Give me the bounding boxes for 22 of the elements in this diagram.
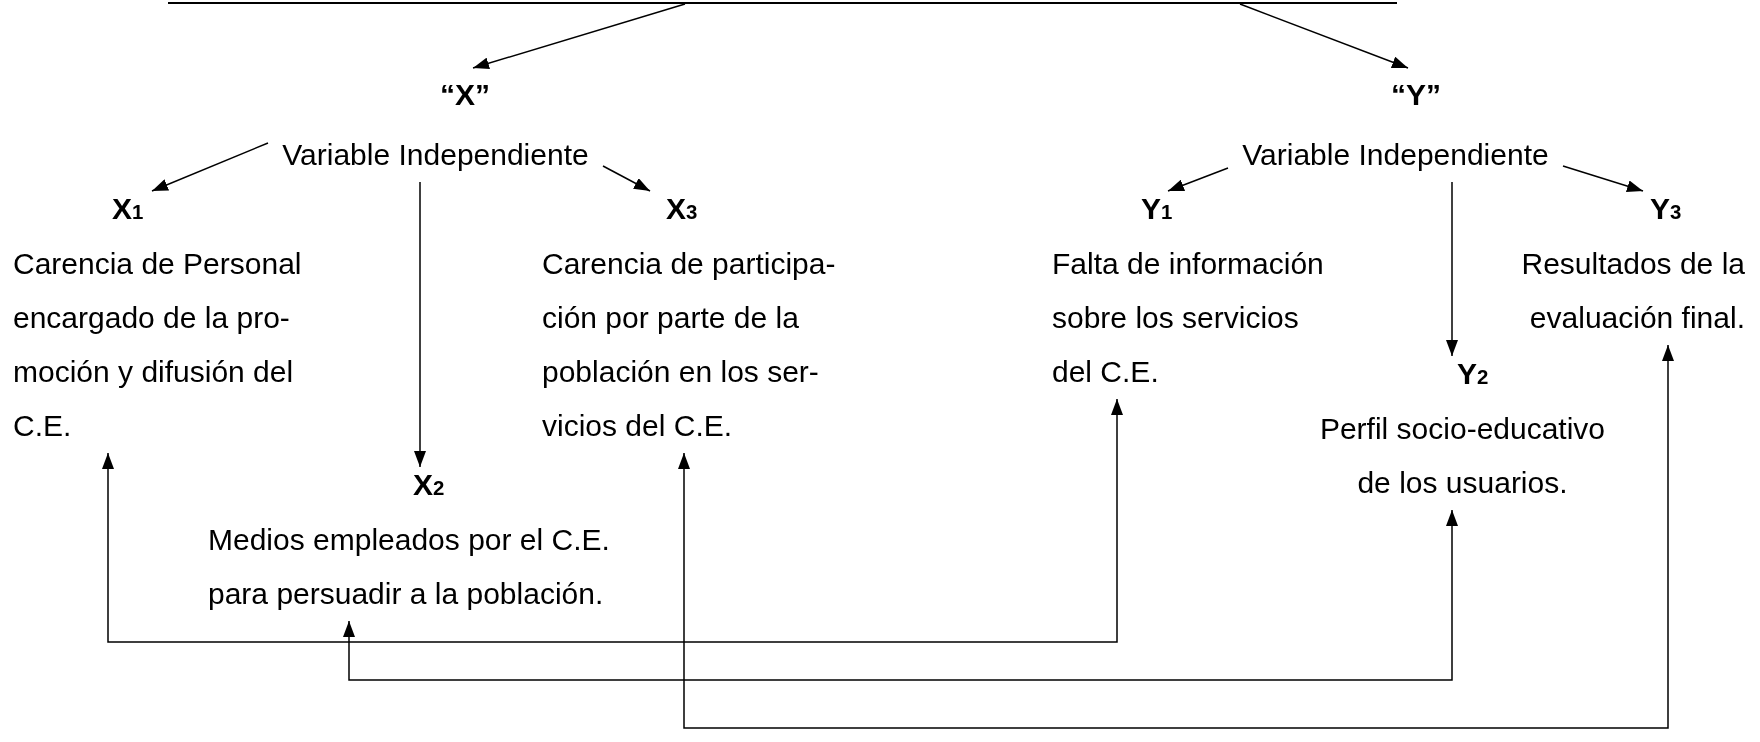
- arrow: [343, 509, 1458, 681]
- variable-heading: Variable Independiente: [1228, 128, 1563, 182]
- variable-symbol: “X”: [425, 68, 505, 122]
- arrow: [102, 398, 1123, 643]
- arrow: [1562, 165, 1644, 192]
- variable-symbol: “Y”: [1376, 68, 1456, 122]
- variable-description: Falta de información sobre los servicios del C.E.: [1052, 246, 1325, 390]
- variable-description: Perfil socio-educativo de los usuarios.: [1318, 411, 1607, 501]
- arrow: [1446, 181, 1458, 357]
- arrow: [1239, 3, 1409, 69]
- arrow: [678, 344, 1674, 729]
- variable-description: Medios empleados por el C.E. para persuadir a la población.: [208, 522, 611, 612]
- variable-description: Carencia de Personal encargado de la pro- moción y difusión del C.E.: [13, 246, 303, 444]
- variable-description: Resultados de la evaluación final.: [1520, 246, 1745, 336]
- arrow: [602, 165, 651, 192]
- title-underline: [168, 2, 1397, 4]
- arrow: [472, 3, 686, 70]
- arrow: [414, 181, 426, 468]
- arrow: [151, 142, 269, 192]
- variable-heading: Variable Independiente: [268, 128, 603, 182]
- variable-description: Carencia de participa- ción por parte de la población en los ser- vicios del C.E.: [542, 246, 837, 444]
- arrow: [1167, 167, 1229, 192]
